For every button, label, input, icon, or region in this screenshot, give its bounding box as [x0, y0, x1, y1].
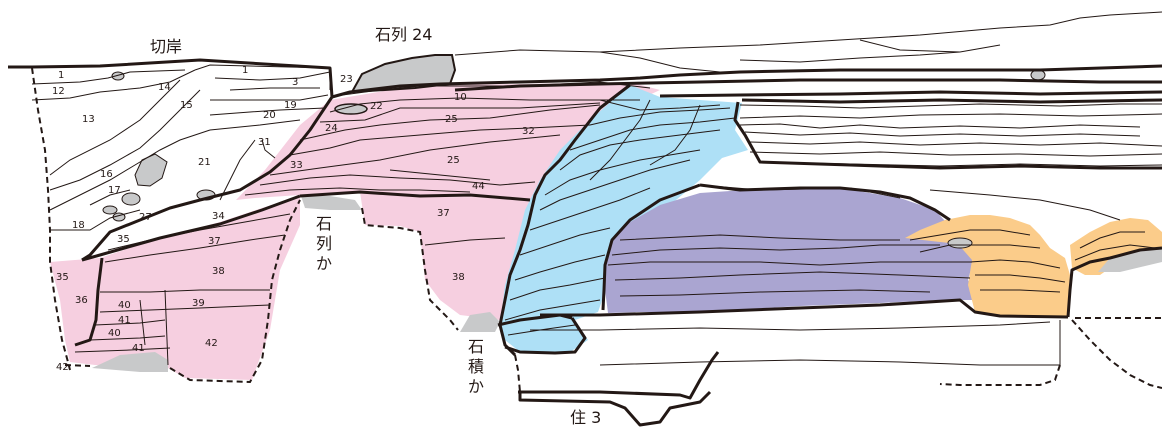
- layer-number: 25: [445, 114, 458, 125]
- layer-number: 23: [340, 74, 353, 85]
- layer-number: 37: [437, 208, 450, 219]
- layer-number: 40: [118, 300, 131, 311]
- layer-number: 32: [522, 126, 535, 137]
- layer-number: 42: [205, 338, 218, 349]
- blue-layer-zone: [500, 85, 748, 352]
- layer-number: 1: [58, 70, 64, 81]
- layer-boundaries-orange: [909, 229, 1156, 293]
- layer-number: 22: [370, 101, 383, 112]
- label-char: 石: [316, 214, 332, 233]
- layer-number: 40: [108, 328, 121, 339]
- label-char: 石: [468, 337, 484, 356]
- layer-number: 37: [208, 236, 221, 247]
- dashed-outlines: [31, 67, 1162, 393]
- label-dwelling-3: 住 3: [570, 408, 601, 427]
- layer-number: 14: [158, 82, 171, 93]
- layer-number: 18: [72, 220, 85, 231]
- label-kirigishi: 切岸: [150, 37, 182, 56]
- label-stone-wall-maybe: 石 積 か: [468, 337, 484, 396]
- layer-number: 34: [212, 211, 225, 222]
- label-char: 積: [468, 357, 484, 376]
- layer-boundaries-upper-right: [454, 11, 1162, 366]
- stone: [102, 205, 118, 215]
- layer-number: 24: [325, 123, 338, 134]
- stone: [460, 312, 500, 332]
- pink-layer-zone-left: [50, 196, 300, 380]
- layer-number: 44: [472, 181, 485, 192]
- layer-number: 21: [198, 157, 211, 168]
- layer-boundaries-blue: [504, 99, 736, 336]
- label-stone-row-24: 石列 24: [375, 25, 432, 44]
- stone: [134, 153, 168, 187]
- layer-number: 12: [52, 86, 65, 97]
- layer-number: 39: [192, 298, 205, 309]
- layer-number: 27: [139, 212, 152, 223]
- layer-number: 42: [56, 362, 69, 373]
- layer-number: 35: [117, 234, 130, 245]
- layer-numbers: 1 1 3 10 12 13 14 15 16 17 18 19 20 21 2…: [52, 65, 535, 373]
- layer-number: 13: [82, 114, 95, 125]
- layer-number: 19: [284, 100, 297, 111]
- label-char: 列: [316, 234, 332, 253]
- layer-boundaries-left: [31, 64, 331, 231]
- layer-number: 3: [292, 77, 298, 88]
- stone-row-24-stone: [350, 54, 457, 94]
- pink-layer-zone-center: [360, 192, 530, 320]
- layer-number: 41: [118, 315, 131, 326]
- stone: [92, 352, 168, 372]
- major-boundaries: [8, 58, 1162, 427]
- layer-number: 17: [108, 185, 121, 196]
- purple-layer-zone: [605, 188, 980, 313]
- layer-number: 20: [263, 110, 276, 121]
- label-stone-row-maybe: 石 列 か: [316, 214, 332, 273]
- orange-layer-zone-mid: [905, 215, 1070, 317]
- layer-number: 31: [258, 137, 271, 148]
- label-char: か: [468, 377, 484, 396]
- layer-number: 25: [447, 155, 460, 166]
- layer-number: 1: [242, 65, 248, 76]
- layer-number: 41: [132, 343, 145, 354]
- layer-boundaries-purple: [607, 234, 972, 297]
- layer-boundaries-pink: [74, 81, 651, 366]
- layer-number: 36: [75, 295, 88, 306]
- layer-number: 15: [180, 100, 193, 111]
- stone: [1098, 248, 1162, 272]
- stone: [334, 103, 368, 115]
- label-char: か: [316, 254, 332, 273]
- stone: [301, 196, 362, 210]
- layer-number: 38: [452, 272, 465, 283]
- layer-number: 35: [56, 272, 69, 283]
- layer-number: 16: [100, 169, 113, 180]
- layer-number: 33: [290, 160, 303, 171]
- stone: [947, 237, 973, 249]
- layer-number: 38: [212, 266, 225, 277]
- stone: [121, 192, 141, 206]
- layer-number: 10: [454, 92, 467, 103]
